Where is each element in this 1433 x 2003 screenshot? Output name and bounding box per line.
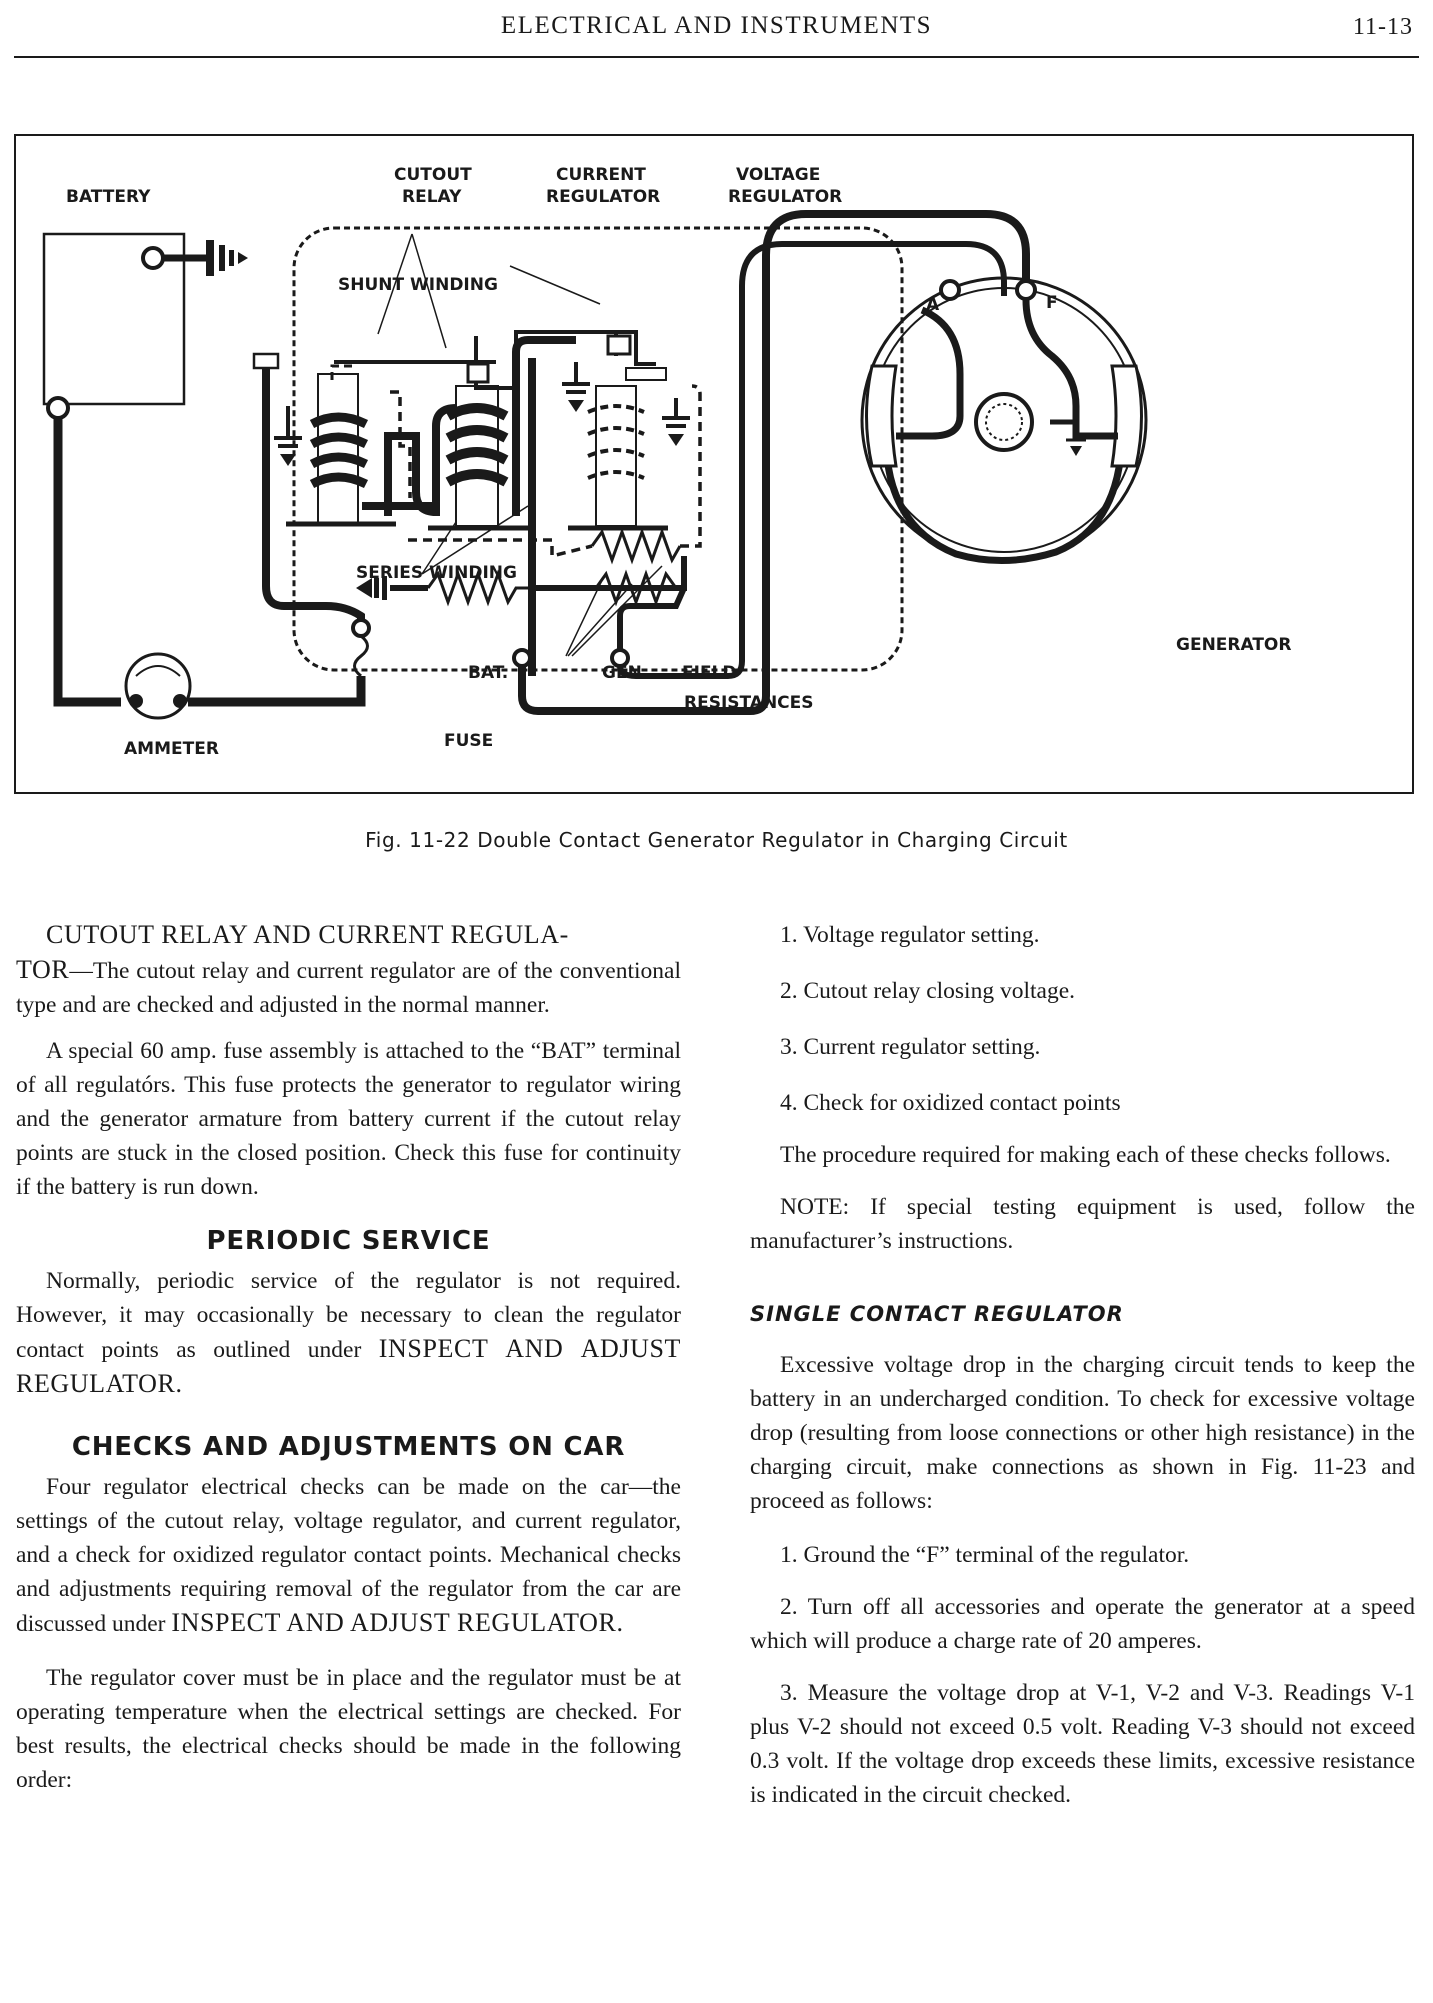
terminal-f-label: F <box>1046 293 1058 313</box>
paragraph-checks-body: Four regulator electrical checks can be … <box>16 1474 681 1637</box>
field-label: FIELD <box>682 663 737 683</box>
cutout-relay-coil <box>286 364 396 527</box>
generator-icon <box>860 276 1148 565</box>
battery-label: BATTERY <box>66 187 151 207</box>
step-2: 2. Turn off all accessories and operate … <box>750 1594 1415 1654</box>
step-3: 3. Measure the voltage drop at V-1, V-2 … <box>750 1680 1415 1808</box>
header-title: ELECTRICAL AND INSTRUMENTS <box>500 12 933 39</box>
relay-contact <box>252 352 280 370</box>
page-number: 11-13 <box>1352 14 1413 40</box>
heading-checks-adjustments: CHECKS AND ADJUSTMENTS ON CAR <box>71 1432 626 1462</box>
section-lead-2: TOR <box>16 955 70 984</box>
current-regulator-label: CURRENT <box>556 165 646 185</box>
voltage-contact-support <box>625 367 667 381</box>
battery-positive-terminal <box>141 246 165 270</box>
wiring-diagram-figure: BATTERY CUTOUT RELAY CURRENT REGULATOR V… <box>14 134 1414 794</box>
generator-label: GENERATOR <box>1176 635 1291 655</box>
gen-output-wire <box>518 210 1030 715</box>
shunt-coil-dashed <box>390 390 412 498</box>
list-item: 3. Current regulator setting. <box>780 1034 1041 1060</box>
paragraph-fuse: A special 60 amp. fuse assembly is attac… <box>16 1038 681 1200</box>
paragraph-note: NOTE: If special testing equipment is us… <box>750 1194 1415 1254</box>
left-column: CUTOUT RELAY AND CURRENT REGULA- TOR—The… <box>16 918 681 1797</box>
paragraph-periodic-body: Normally, periodic service of the regula… <box>16 1268 681 1363</box>
field-output-wire <box>617 241 1007 679</box>
section-lead: CUTOUT RELAY AND CURRENT REGULA- <box>46 920 569 949</box>
shunt-label-arrows <box>377 233 447 349</box>
paragraph-checks: Four regulator electrical checks can be … <box>16 1470 681 1641</box>
heading-periodic-service: PERIODIC SERVICE <box>206 1226 491 1256</box>
voltage-contact <box>606 334 632 356</box>
field-internal-wire <box>617 586 687 650</box>
paragraph-body: —The cutout relay and current regulator … <box>16 958 681 1018</box>
ammeter-icon <box>124 652 192 720</box>
ground-arrow-icon <box>356 576 387 600</box>
list-item: 1. Voltage regulator setting. <box>780 922 1040 948</box>
voltage-regulator-label-2: REGULATOR <box>728 187 842 207</box>
ammeter-label: AMMETER <box>124 739 219 759</box>
list-item: 4. Check for oxidized contact points <box>780 1090 1121 1116</box>
current-regulator-coil <box>428 385 528 531</box>
paragraph-periodic: Normally, periodic service of the regula… <box>16 1264 681 1402</box>
step-1: 1. Ground the “F” terminal of the regula… <box>780 1542 1190 1568</box>
battery-ground-icon <box>163 240 248 276</box>
bat-label: BAT. <box>468 663 508 683</box>
gen-terminal <box>512 648 532 668</box>
figure-caption: Fig. 11-22 Double Contact Generator Regu… <box>365 828 1068 852</box>
current-regulator-label-2: REGULATOR <box>546 187 660 207</box>
resistor-2 <box>594 569 678 607</box>
resistor-1 <box>426 569 532 607</box>
shunt-winding-label: SHUNT WINDING <box>338 275 498 295</box>
current-contact <box>466 362 490 384</box>
series-label-arrows <box>421 505 529 575</box>
resistor-3 <box>590 527 682 565</box>
cross-reference-inspect: INSPECT AND ADJUST REGULATOR. <box>16 1334 682 1398</box>
heading-single-contact: SINGLE CONTACT REGULATOR <box>750 1302 1124 1326</box>
cutout-relay-label-2: RELAY <box>402 187 462 207</box>
series-winding-wire <box>384 404 457 517</box>
list-item: 2. Cutout relay closing voltage. <box>780 978 1076 1004</box>
gen-label: GEN. <box>602 663 648 683</box>
resistances-label-arrows <box>565 565 663 657</box>
resistances-label: RESISTANCES <box>684 693 814 713</box>
regulator-wire <box>362 336 576 516</box>
battery-icon <box>42 232 186 406</box>
cutout-relay-label: CUTOUT <box>394 165 472 185</box>
paragraph-cutout-relay: CUTOUT RELAY AND CURRENT REGULA- TOR—The… <box>16 918 681 1022</box>
fuse-icon <box>353 634 369 678</box>
ammeter-fuse-wire <box>188 676 366 707</box>
battery-ammeter-wire <box>53 418 121 707</box>
paragraph-voltage-drop: Excessive voltage drop in the charging c… <box>750 1352 1415 1514</box>
cross-reference-inspect-2: INSPECT AND ADJUST REGULATOR. <box>171 1608 624 1637</box>
paragraph-cover: The regulator cover must be in place and… <box>16 1665 681 1793</box>
page-header: ELECTRICAL AND INSTRUMENTS 11-13 <box>0 0 1433 62</box>
fuse-label: FUSE <box>444 731 493 751</box>
voltage-regulator-label: VOLTAGE <box>736 165 820 185</box>
bat-relay-wire <box>262 366 365 620</box>
header-rule <box>14 56 1419 58</box>
contact-ground-icon <box>562 362 590 412</box>
shunt-dashed-wire <box>408 384 702 559</box>
right-column: 1. Voltage regulator setting. 2. Cutout … <box>750 918 1415 1812</box>
relay-ground-icon <box>274 406 302 466</box>
voltage-ground-icon <box>662 398 690 446</box>
paragraph-procedure: The procedure required for making each o… <box>780 1142 1391 1168</box>
regulator-housing <box>292 226 904 672</box>
wiring-diagram: BATTERY CUTOUT RELAY CURRENT REGULATOR V… <box>42 165 1291 759</box>
battery-negative-terminal <box>46 396 70 420</box>
terminal-a-label: A <box>926 295 940 315</box>
shunt-voltage-arrow <box>509 265 601 305</box>
bat-terminal <box>351 618 371 638</box>
voltage-regulator-coil <box>568 385 668 531</box>
series-winding-label: SERIES WINDING <box>356 563 517 583</box>
